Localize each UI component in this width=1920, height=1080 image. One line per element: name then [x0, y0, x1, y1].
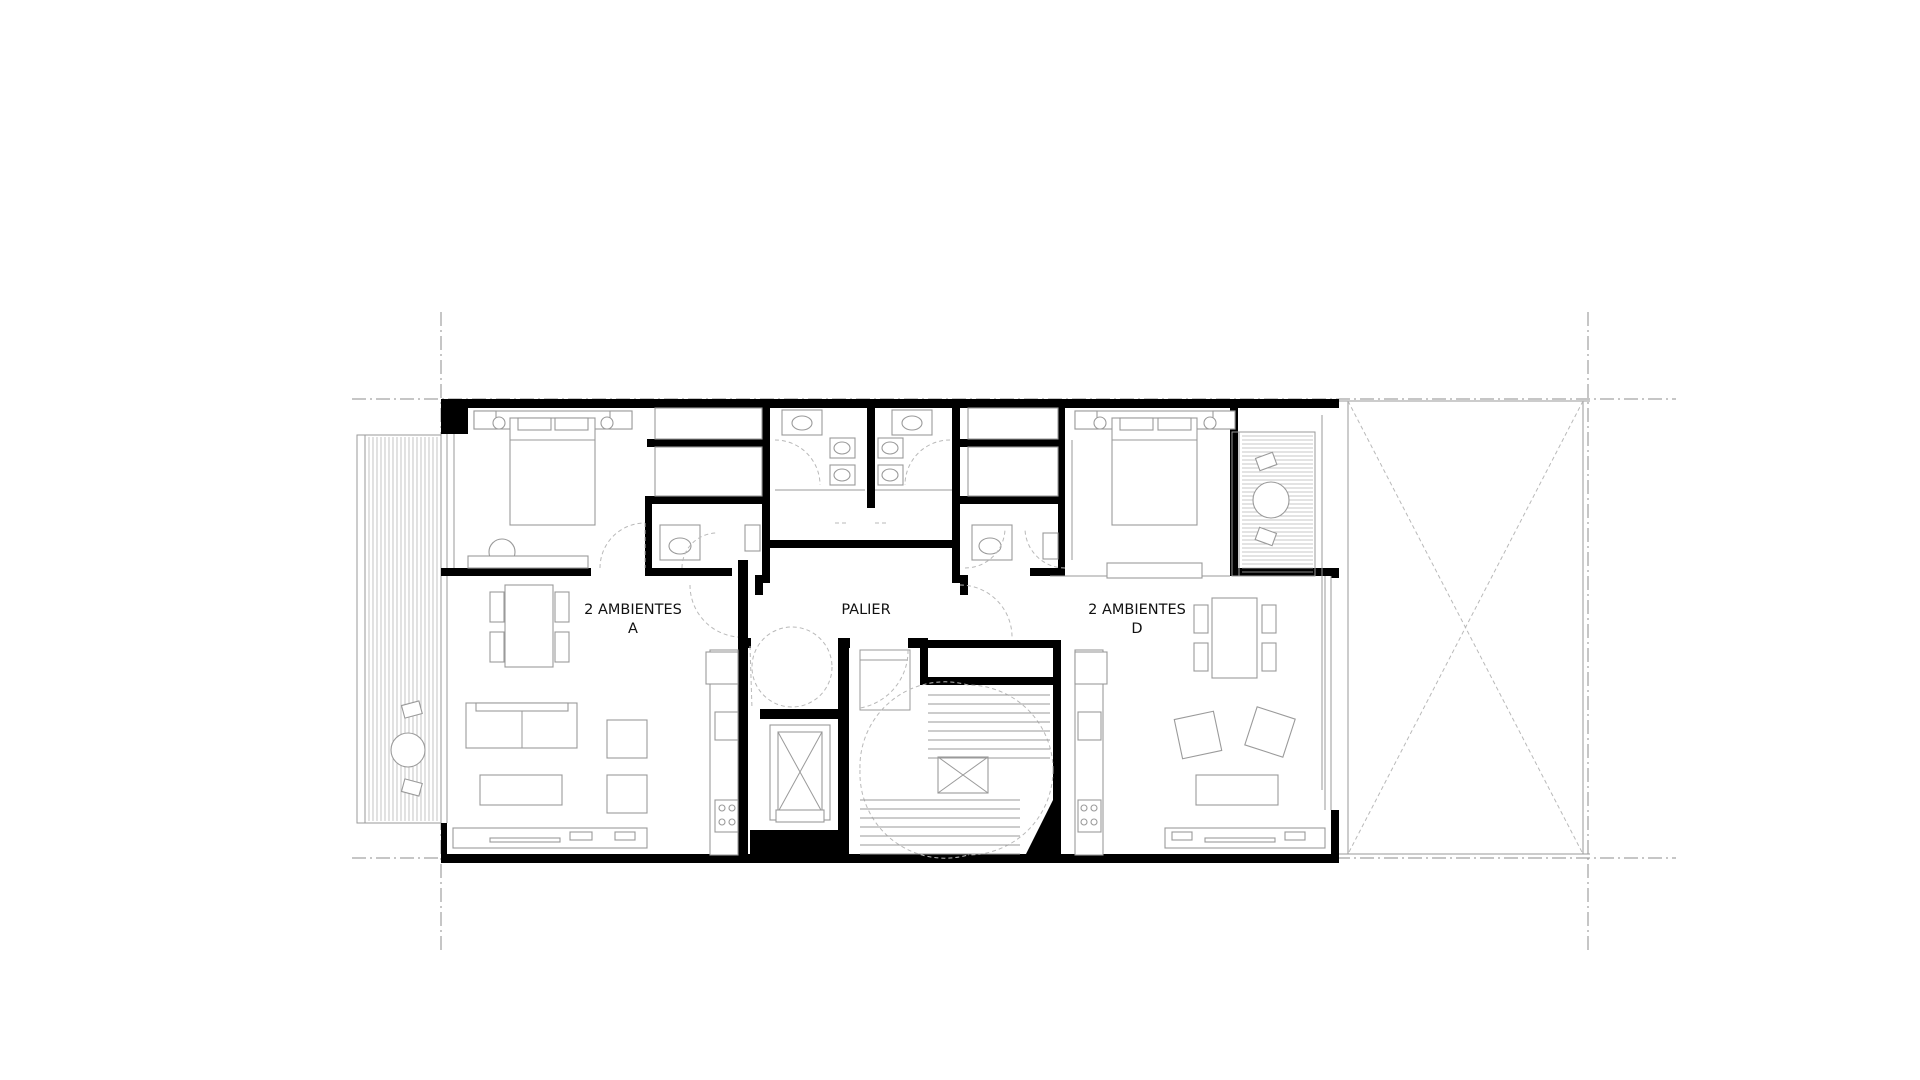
bedroom-d-furniture	[964, 407, 1236, 579]
unit-a-label-line2: A	[628, 621, 638, 637]
room-labels: 2 AMBIENTES A PALIER 2 AMBIENTES D	[584, 602, 1186, 637]
unit-a-label-line1: 2 AMBIENTES	[584, 602, 682, 618]
landing-area	[689, 584, 1054, 859]
living-a-furniture	[452, 584, 739, 856]
bedroom-a-furniture	[467, 407, 763, 569]
living-d-furniture	[1074, 597, 1326, 856]
courtyard-void	[1338, 400, 1590, 855]
landing-label: PALIER	[841, 602, 890, 618]
balcony-left	[356, 434, 442, 824]
unit-d-label-line1: 2 AMBIENTES	[1088, 602, 1186, 618]
unit-d-label-line2: D	[1131, 621, 1142, 637]
central-bathrooms	[774, 409, 952, 524]
thin-lines	[446, 415, 1332, 823]
balcony-right-furniture	[1252, 451, 1290, 547]
interior-walls	[441, 408, 1339, 860]
